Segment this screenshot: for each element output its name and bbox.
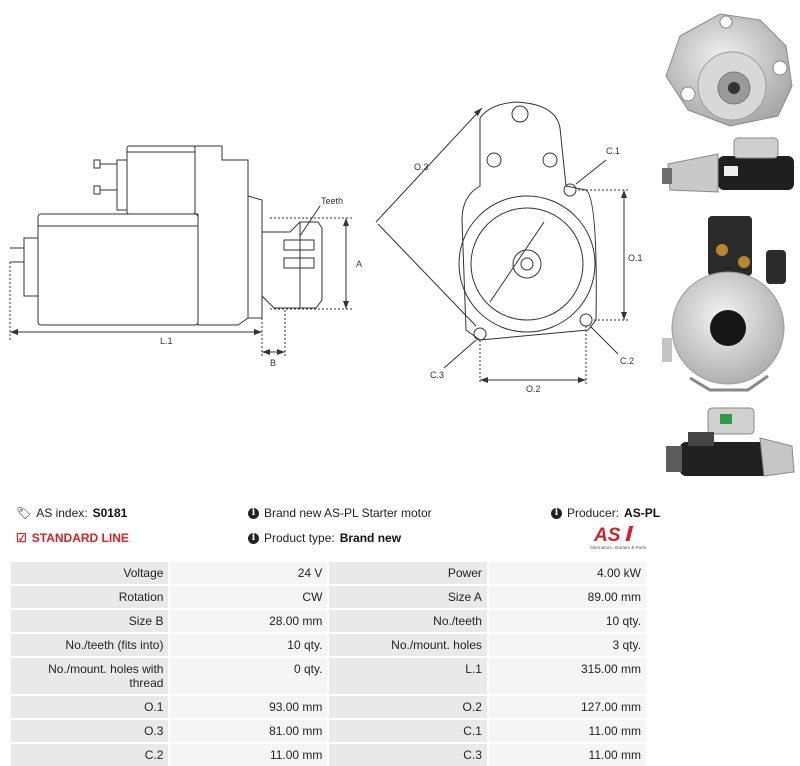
- solenoid-body: [126, 145, 196, 215]
- motor-body: [37, 213, 199, 326]
- checkbox-icon: ☑: [16, 531, 27, 545]
- spec-label: Rotation: [11, 586, 169, 608]
- front-housing-circle: [458, 195, 596, 333]
- spec-value: 11.00 mm: [488, 720, 646, 742]
- spec-label: O.1: [11, 696, 169, 718]
- label-l1: L.1: [160, 336, 173, 346]
- label-o3: O.3: [414, 162, 429, 172]
- description-text: Brand new AS-PL Starter motor: [264, 506, 432, 520]
- spec-label: O.2: [329, 696, 487, 718]
- producer: i Producer: AS-PL: [551, 506, 660, 520]
- spec-value: 10 qty.: [488, 610, 646, 632]
- spec-value: 127.00 mm: [488, 696, 646, 718]
- spec-label: No./mount. holes: [329, 634, 487, 656]
- technical-drawings: Teeth A B L.1 O.3 O.1 O.2 C.1 C.2 C.3: [9, 6, 798, 488]
- spec-label: C.3: [329, 744, 487, 766]
- label-c2: C.2: [620, 356, 634, 366]
- info-icon: i: [248, 507, 259, 519]
- label-teeth: Teeth: [321, 196, 343, 206]
- product-photo-top: [660, 402, 798, 488]
- spec-value: 10 qty.: [170, 634, 328, 656]
- product-type: i Product type: Brand new: [248, 531, 401, 545]
- logo-tagline: Alternators, Starters & Parts: [589, 545, 647, 550]
- product-photo-rear: [660, 210, 798, 394]
- label-a: A: [356, 259, 362, 269]
- spec-value: 11.00 mm: [488, 744, 646, 766]
- svg-text:AS: AS: [593, 525, 621, 545]
- spec-value: 28.00 mm: [170, 610, 328, 632]
- mounting-flange: [461, 101, 597, 341]
- pinion-gear: [261, 221, 323, 309]
- description: i Brand new AS-PL Starter motor: [248, 506, 432, 520]
- as-index: 🏷︎ AS index: S0181: [16, 506, 127, 520]
- spec-value: 24 V: [170, 562, 328, 584]
- drive-housing: [194, 145, 249, 326]
- product-type-label: Product type:: [264, 531, 335, 545]
- spec-value: 0 qty.: [170, 658, 328, 694]
- product-photo-side: [660, 134, 798, 196]
- label-c3: C.3: [430, 370, 444, 380]
- label-o2: O.2: [526, 384, 541, 394]
- standard-line-label: STANDARD LINE: [31, 531, 129, 545]
- spec-value: 315.00 mm: [488, 658, 646, 694]
- spec-value: 11.00 mm: [170, 744, 328, 766]
- tag-icon: 🏷︎: [16, 506, 32, 520]
- spec-label: No./teeth (fits into): [11, 634, 169, 656]
- spec-value: 81.00 mm: [170, 720, 328, 742]
- product-info: 🏷︎ AS index: S0181 ☑ STANDARD LINE i Bra…: [0, 500, 800, 560]
- as-logo-mark: AS: [593, 525, 634, 546]
- spec-label: C.2: [11, 744, 169, 766]
- spec-label: No./teeth: [329, 610, 487, 632]
- spec-label: L.1: [329, 658, 487, 694]
- spec-label: C.1: [329, 720, 487, 742]
- as-index-value: S0181: [92, 506, 128, 520]
- spec-label: Power: [329, 562, 487, 584]
- starter-drawing-svg: Teeth A B L.1 O.3 O.1 O.2 C.1 C.2 C.3: [9, 101, 643, 394]
- spec-label: Size B: [11, 610, 169, 632]
- spec-label: O.3: [11, 720, 169, 742]
- spec-value: 4.00 kW: [488, 562, 646, 584]
- label-c1: C.1: [606, 146, 620, 156]
- table-row: No./teeth (fits into)10 qty.No./mount. h…: [11, 634, 646, 656]
- standard-line: ☑ STANDARD LINE: [16, 531, 129, 545]
- spec-label: No./mount. holes with thread: [11, 658, 169, 694]
- spec-value: CW: [170, 586, 328, 608]
- product-photo-front: [660, 6, 798, 130]
- info-icon: i: [551, 507, 562, 519]
- info-icon: i: [248, 532, 259, 544]
- producer-value: AS-PL: [624, 506, 661, 520]
- producer-label: Producer:: [567, 506, 620, 520]
- as-pl-logo: AS Alternators, Starters & Parts: [586, 523, 650, 553]
- spec-value: 89.00 mm: [488, 586, 646, 608]
- spec-label: Size A: [329, 586, 487, 608]
- as-index-label: AS index:: [36, 506, 88, 520]
- label-b: B: [270, 358, 276, 368]
- spec-label: Voltage: [11, 562, 169, 584]
- spec-value: 3 qty.: [488, 634, 646, 656]
- label-o1: O.1: [628, 253, 643, 263]
- product-type-value: Brand new: [339, 531, 402, 545]
- spec-value: 93.00 mm: [170, 696, 328, 718]
